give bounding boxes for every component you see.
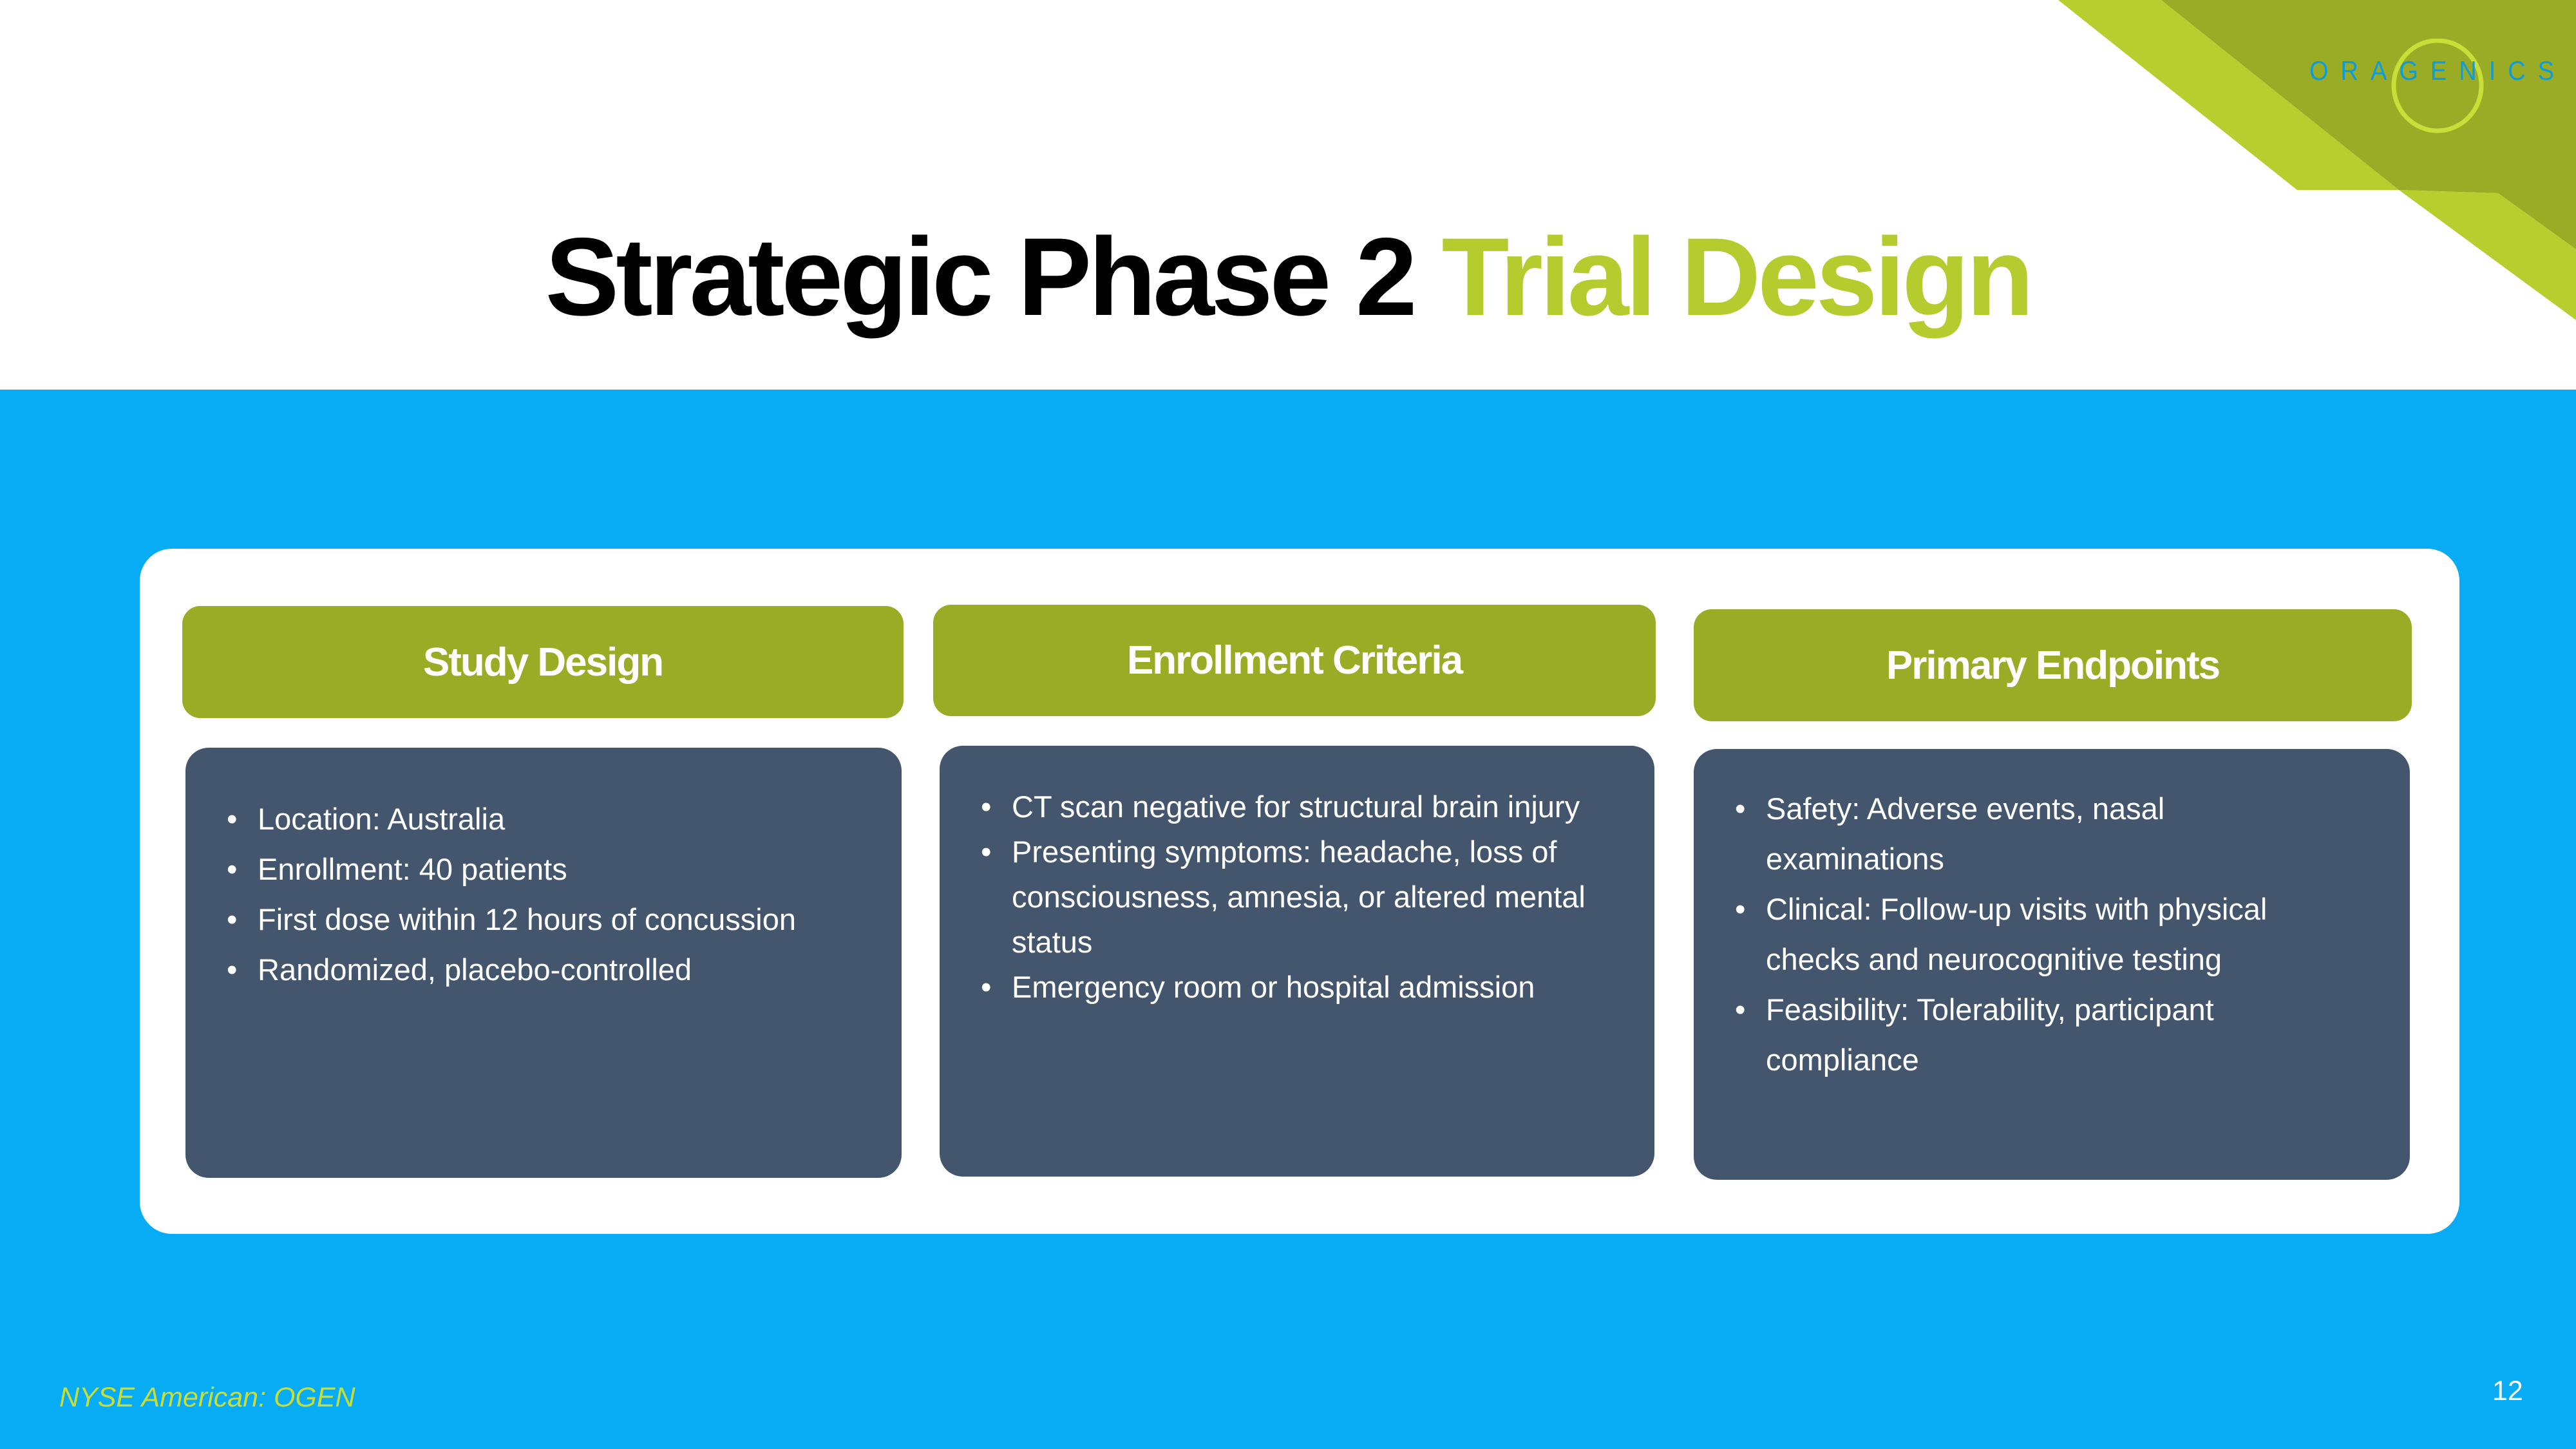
- page-title: Strategic Phase 2 Trial Design: [0, 213, 2576, 341]
- enrollment-criteria-box: •CT scan negative for structural brain i…: [940, 746, 1654, 1177]
- bullet-item: •First dose within 12 hours of concussio…: [227, 902, 796, 936]
- title-accent: Trial Design: [1441, 215, 2034, 339]
- bullet-item: •Location: Australia: [227, 802, 506, 836]
- primary-endpoints-header: Primary Endpoints: [1694, 609, 2412, 721]
- page-number: 12: [2492, 1376, 2523, 1406]
- bullet-item: •Randomized, placebo-controlled: [227, 952, 692, 987]
- bullet-item: •Presenting symptoms: headache, loss of …: [981, 835, 1586, 959]
- enrollment-criteria-header: Enrollment Criteria: [933, 605, 1656, 716]
- stock-ticker: NYSE American: OGEN: [59, 1382, 355, 1413]
- logo-text: ORAGENICS: [2309, 56, 2567, 87]
- primary-endpoints-box: •Safety: Adverse events, nasal examinati…: [1694, 749, 2410, 1180]
- bullet-item: •Safety: Adverse events, nasal examinati…: [1735, 791, 2165, 876]
- study-design-box: •Location: Australia •Enrollment: 40 pat…: [185, 748, 902, 1178]
- bullet-item: •Enrollment: 40 patients: [227, 852, 567, 886]
- bullet-item: •Feasibility: Tolerability, participant …: [1735, 992, 2214, 1077]
- bullet-item: •Clinical: Follow-up visits with physica…: [1735, 892, 2268, 976]
- bullet-item: •CT scan negative for structural brain i…: [981, 790, 1580, 824]
- oragenics-logo: ORAGENICS: [2293, 39, 2567, 133]
- title-main: Strategic Phase 2: [545, 215, 1442, 339]
- logo-ring-icon: [2391, 39, 2484, 133]
- study-design-header: Study Design: [182, 606, 904, 718]
- bullet-item: •Emergency room or hospital admission: [981, 970, 1535, 1004]
